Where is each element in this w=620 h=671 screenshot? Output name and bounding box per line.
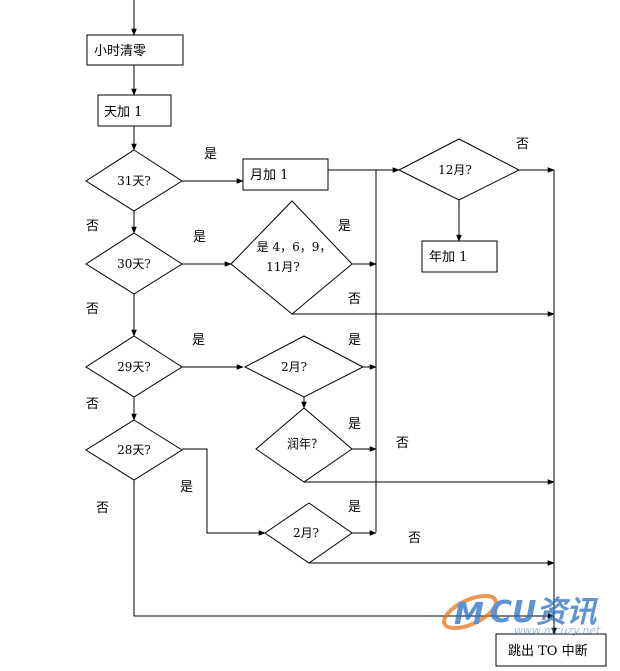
node-month-inc: 月加 1 [242,158,329,191]
label-29-yes: 是 [192,333,205,348]
node-day-inc-label: 天加 1 [104,105,142,120]
label-feb-a-yes: 是 [348,333,361,348]
decision-feb-b: 2月? [264,502,353,564]
watermark-logo-icon: M [442,593,498,632]
decision-28: 28天? [85,419,183,481]
node-clear-hour-label: 小时清零 [94,44,146,59]
decision-leap: 润年？ [255,407,353,483]
decision-29-label: 29天? [117,360,151,374]
edge-28-yes [182,448,266,536]
watermark-brand: CU资讯 [490,595,598,630]
decision-feb-b-label: 2月? [293,526,319,540]
decision-31: 31天? [85,149,183,212]
label-31-yes: 是 [204,147,217,162]
label-4691-yes: 是 [338,219,351,234]
node-year-inc-label: 年加 1 [429,250,467,265]
label-30-no: 否 [86,302,99,317]
edge-28-no [133,480,555,619]
label-feb-b-no: 否 [408,531,421,546]
decision-12: 12月? [397,138,521,201]
decision-12-label: 12月? [438,163,472,177]
label-4691-no: 否 [348,292,361,307]
node-day-inc: 天加 1 [97,94,172,127]
label-31-no: 否 [86,219,99,234]
decision-leap-label: 润年？ [287,437,323,451]
label-28-no: 否 [96,501,109,516]
node-year-inc: 年加 1 [421,240,498,273]
decision-30: 30天? [85,232,183,295]
label-feb-b-yes: 是 [348,500,361,515]
edge-labels: 是 否 否 是 是 否 否 是 是 否 是 否 是 否 是 否 [86,137,529,546]
label-12-no: 否 [516,137,529,152]
watermark: M CU资讯 www.mcuzy.net [442,593,601,637]
decision-4691: 是 4，6，9， 11月? [230,200,353,315]
label-leap-no: 否 [396,436,409,451]
decision-31-label: 31天? [117,174,151,188]
node-exit-label: 跳出 TO 中断 [508,644,588,659]
decision-4691-label-line2: 11月? [266,260,300,274]
decision-4691-label-line1: 是 4，6，9， [257,240,332,254]
node-month-inc-label: 月加 1 [250,168,288,183]
connectors [131,0,557,635]
decision-28-label: 28天? [117,443,151,457]
label-28-yes: 是 [180,480,193,495]
decision-30-label: 30天? [117,257,151,271]
node-clear-hour: 小时清零 [86,34,184,66]
decision-29: 29天? [85,335,183,398]
watermark-url: www.mcuzy.net [514,624,601,637]
svg-text:M: M [454,597,484,632]
label-30-yes: 是 [193,230,206,245]
decision-feb-a: 2月? [243,335,365,398]
node-exit: 跳出 TO 中断 [495,633,607,667]
label-29-no: 否 [86,397,99,412]
decision-feb-a-label: 2月? [281,360,307,374]
label-leap-yes: 是 [348,417,361,432]
